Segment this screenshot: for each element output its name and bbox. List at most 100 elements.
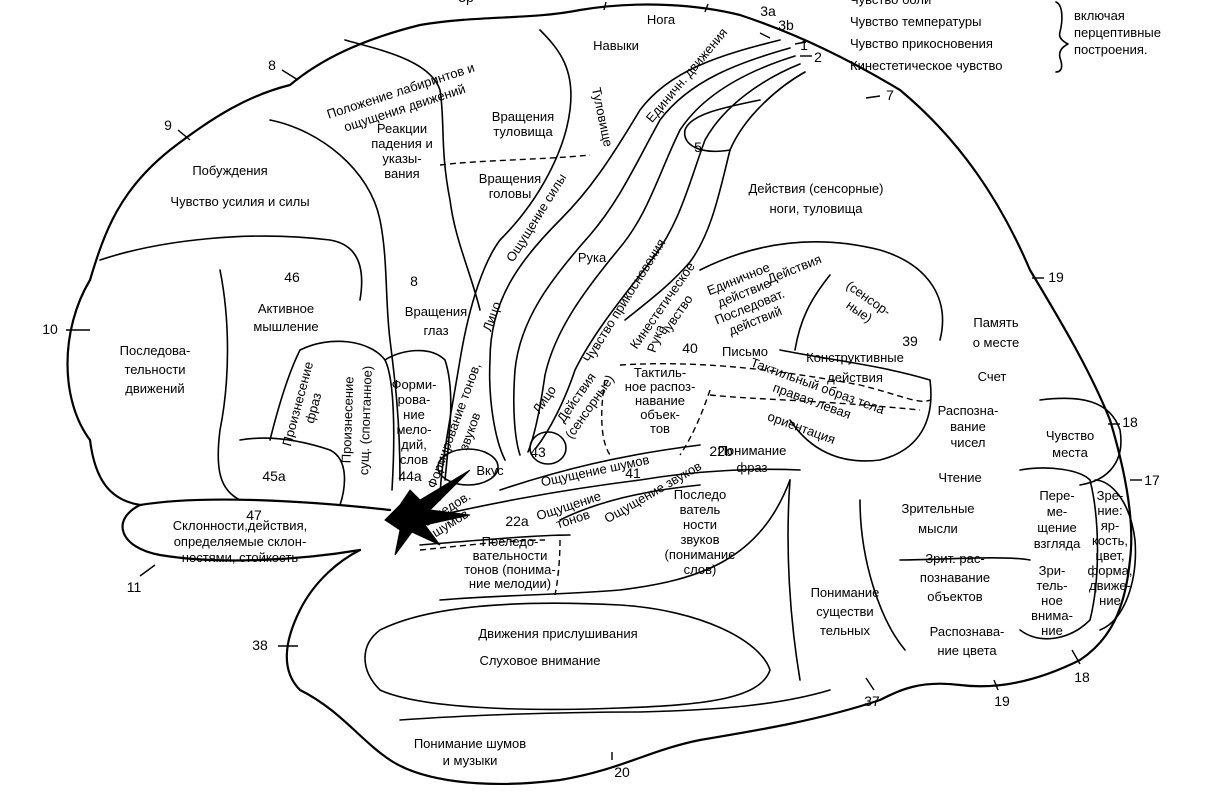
legend-pain: Чувство боли	[850, 0, 931, 7]
label-vrashcheniya-tulovishcha-line-2: туловища	[493, 124, 553, 139]
area-number-40: 40	[682, 340, 698, 356]
label-zritelnoe-vnimanie-line-1: Зри-	[1039, 563, 1066, 578]
label-sklonnosti-line-3: ностями, стойкость	[182, 550, 299, 565]
label-posledovatelnosti-dvizheniy-line-2: тельности	[124, 362, 185, 377]
label-raspoznavanie-chisel-line-2: вание	[950, 419, 986, 434]
legend-bracket	[1055, 1, 1069, 73]
parietal-div-a	[699, 241, 944, 341]
area-number-45a: 45a	[262, 468, 286, 484]
label-zrenie-line-6: форма,	[1088, 563, 1133, 578]
occipital-div-a	[1039, 397, 1122, 486]
area-number-41: 41	[625, 465, 641, 481]
label-taktilnoe-line-4: объек-	[640, 407, 680, 422]
area-number-22b: 22b	[709, 443, 733, 459]
label-zrenie-line-2: ние:	[1097, 503, 1122, 518]
area-number-7: 7	[886, 87, 894, 103]
label-formirovanie-melodiy-line-3: ние	[403, 407, 425, 422]
area-number-3a: 3a	[760, 3, 776, 19]
label-posledovatelnosti-zvukov-line-3: ности	[683, 517, 717, 532]
label-posledovatelnosti-tonov-line-3: тонов (понима-	[464, 562, 556, 577]
parietal-dash-1	[619, 363, 931, 402]
legend-touch: Чувство прикосновения	[850, 36, 993, 51]
central-band-2	[513, 47, 791, 456]
auditory-div-a	[419, 468, 801, 521]
label-ponimanie-fraz-line-2: фраз	[737, 460, 768, 475]
taste-area	[529, 431, 567, 465]
label-formirovanie-melodiy-line-4: мело-	[396, 422, 431, 437]
area-number-46: 46	[284, 269, 300, 285]
label-pobuzhdeniya: Побуждения	[192, 163, 267, 178]
label-posledovatelnosti-zvukov-line-4: звуков	[680, 532, 719, 547]
label-zritelnoe-vnimanie-line-5: ние	[1041, 623, 1063, 638]
frontal-dash-head	[439, 154, 591, 166]
central-band-3	[527, 55, 796, 453]
label-ponimanie-sushch-line-3: тельных	[820, 623, 870, 638]
area-number-47: 47	[246, 507, 262, 523]
label-posledovatelnosti-zvukov-line-6: слов)	[684, 562, 717, 577]
label-chuvstvo-mesta-line-2: места	[1052, 445, 1088, 460]
brain-outline	[66, 3, 1133, 786]
area-number-8_mid: 8	[410, 273, 418, 289]
label-peremeshchenie-line-4: взгляда	[1034, 536, 1081, 551]
legend-note-line-2: перцептивные	[1074, 25, 1161, 40]
parietal-dash-2	[709, 394, 921, 411]
label-ponimanie-shumov-line-2: и музыки	[443, 753, 498, 768]
label-aktivnoe-myshlenie-line-2: мышление	[253, 319, 318, 334]
label-konstruktivnye-line-1: Конструктивные	[806, 350, 904, 365]
area-number-2: 2	[814, 49, 822, 65]
label-posledovatelnosti-zvukov-line-5: (понимание	[665, 547, 736, 562]
label-formirovanie-melodiy-line-1: Форми-	[392, 377, 437, 392]
area-number-19_bottom: 19	[994, 693, 1010, 709]
label-noga: Нога	[647, 12, 676, 27]
label-reaktsii-line-3: указы-	[382, 151, 421, 166]
label-raspoznavanie-chisel-line-1: Распозна-	[938, 403, 999, 418]
label-sklonnosti-line-1: Склонности,действия,	[173, 518, 307, 533]
label-chtenie: Чтение	[938, 470, 981, 485]
label-litso-upper: Лицо	[480, 300, 504, 334]
legend-temperature: Чувство температуры	[850, 14, 981, 29]
auditory-dash-2	[419, 539, 546, 551]
label-deystviya-top: Действия	[765, 251, 823, 286]
label-schet: Счет	[978, 369, 1007, 384]
label-formirovanie-melodiy-line-6: слов	[400, 452, 428, 467]
label-vrashcheniya-golovy-line-2: головы	[489, 186, 532, 201]
area-number-11: 11	[127, 579, 142, 595]
label-zrenie-line-3: яр-	[1101, 518, 1120, 533]
frontal-div-a	[269, 119, 401, 481]
label-chuvstvo-usiliya: Чувство усилия и силы	[170, 194, 309, 209]
label-proiznesenie-sushch-line-2: сущ. (спонтанное)	[356, 366, 375, 476]
label-zrenie-line-8: ние	[1099, 593, 1121, 608]
label-posledovatelnosti-tonov-line-1: Последо-	[482, 534, 539, 549]
central-band-5	[624, 71, 806, 321]
area-number-3p: 3p	[458, 0, 474, 5]
label-zrit-raspoznavanie-line-1: Зрит. рас-	[925, 551, 984, 566]
legend-kinesthetic: Кинестетическое чувство	[850, 58, 1002, 73]
label-vrashcheniya-tulovishcha-line-1: Вращения	[492, 109, 554, 124]
label-peremeshchenie-line-3: щение	[1037, 520, 1076, 535]
area-number-22a: 22a	[505, 513, 529, 529]
legend-note-line-1: включая	[1074, 8, 1125, 23]
label-slukhovoe-vnimanie: Слуховое внимание	[479, 653, 600, 668]
auditory-div-c	[419, 534, 571, 546]
label-raspoznavanie-tsveta-line-1: Распознава-	[930, 624, 1005, 639]
area-number-39: 39	[902, 333, 918, 349]
label-zritelnoe-vnimanie-line-4: внима-	[1031, 608, 1073, 623]
central-loop-5	[683, 99, 761, 153]
label-zritelnye-mysli-line-1: Зрительные	[901, 501, 974, 516]
label-navyki: Навыки	[593, 38, 639, 53]
label-posledovatelnosti-dvizheniy-line-1: Последова-	[120, 343, 191, 358]
label-zrenie-line-1: Зре-	[1097, 488, 1124, 503]
frontal-div-d	[99, 235, 363, 301]
label-taktilnoe-line-5: тов	[650, 421, 670, 436]
label-vkus: Вкус	[476, 463, 504, 478]
label-ponimanie-fraz-line-1: Понимание	[718, 443, 787, 458]
label-deystviya-nogi-line-1: Действия (сенсорные)	[749, 181, 884, 196]
parietal-div-c	[779, 349, 932, 462]
label-reaktsii-line-1: Реакции	[377, 121, 427, 136]
parietal-dash-4	[679, 389, 711, 456]
label-zritelnye-mysli-line-2: мысли	[918, 521, 958, 536]
frontal-div-b	[344, 39, 481, 311]
label-sklonnosti-line-2: определяемые склон-	[174, 534, 307, 549]
